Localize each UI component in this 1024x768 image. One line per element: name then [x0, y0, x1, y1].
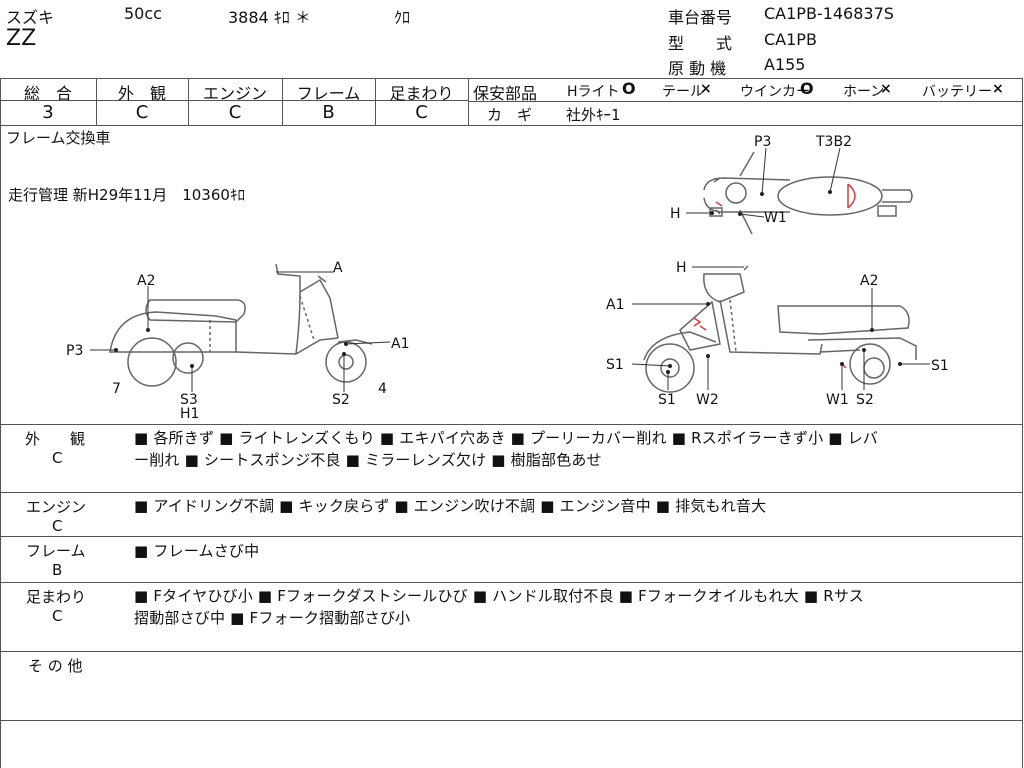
rule-section [0, 536, 1023, 537]
rule-diagram-bottom [0, 424, 1023, 425]
border-left [0, 78, 1, 768]
safety-mark-winker: O [800, 79, 814, 98]
model-name: ZZ [6, 26, 37, 51]
chassis-label: 車台番号 [668, 8, 733, 27]
safety-item-horn: ホーン [843, 84, 885, 100]
color: ｸﾛ [394, 8, 411, 27]
rule-section [0, 720, 1023, 721]
safety-item-battery: バッテリー [922, 84, 992, 100]
section-frame-line: ■ フレームさび中 [134, 542, 260, 560]
type-value: CA1PB [764, 30, 817, 49]
label-left-4: 4 [378, 381, 387, 397]
leader-lines [90, 147, 930, 392]
label-top-w1: W1 [764, 210, 787, 226]
label-right-s2: S2 [856, 392, 874, 408]
section-suspension-line: 摺動部さび中 ■ Fフォーク摺動部さび小 [134, 609, 411, 627]
label-right-a1: A1 [606, 297, 624, 313]
grade-header-frame: フレーム [296, 84, 361, 103]
rule-grades-bottom [0, 125, 1023, 126]
label-top-h: H [670, 206, 681, 222]
note-frame-replaced: フレーム交換車 [6, 129, 111, 147]
grade-value-overall: 3 [42, 102, 54, 123]
label-top-p3: P3 [754, 134, 771, 150]
label-left-a1: A1 [391, 336, 409, 352]
section-suspension-label: 足まわり [26, 588, 87, 606]
grade-col-divider [468, 78, 469, 125]
grade-value-appearance: C [135, 102, 149, 123]
section-other-label: そ の 他 [28, 657, 83, 675]
border-right [1022, 78, 1023, 768]
grade-value-suspension: C [415, 102, 428, 123]
type-label: 型 式 [668, 34, 733, 53]
grade-header-engine: エンジン [202, 84, 267, 103]
section-suspension-grade: C [52, 607, 63, 625]
grade-col-divider [282, 78, 283, 125]
label-right-a2: A2 [860, 273, 878, 289]
section-appearance-line: ー削れ ■ シートスポンジ不良 ■ ミラーレンズ欠け ■ 樹脂部色あせ [134, 451, 602, 469]
engine-value: A155 [764, 55, 806, 74]
leader-dots [114, 190, 902, 374]
displacement: 50cc [124, 4, 162, 23]
rule-section [0, 651, 1023, 652]
label-left-a2: A2 [137, 273, 155, 289]
grade-header-appearance: 外 観 [117, 84, 166, 103]
label-left-s3: S3 [180, 392, 198, 408]
key-label: カ ギ [487, 106, 533, 124]
label-top-t3b2: T3B2 [815, 134, 852, 150]
rule-section [0, 582, 1023, 583]
label-right-s1-right: S1 [931, 358, 949, 374]
grade-col-divider [188, 78, 189, 125]
mileage: 3884 ｷﾛ ＊ [228, 8, 311, 27]
chassis-value: CA1PB-146837S [764, 4, 894, 23]
section-frame-grade: B [52, 561, 63, 579]
label-right-h: H [676, 260, 687, 276]
safety-label: 保安部品 [473, 84, 538, 103]
safety-mark-headlight: O [622, 79, 636, 98]
safety-item-tail: テール [662, 84, 704, 100]
safety-mark-tail: × [700, 81, 712, 97]
top-view-scooter [703, 151, 913, 235]
section-appearance-label: 外 観 [25, 430, 86, 448]
safety-mark-battery: × [992, 81, 1004, 97]
grade-value-frame: B [322, 102, 335, 123]
rule-grades-top [0, 78, 1023, 79]
label-left-p3: P3 [66, 343, 83, 359]
grade-header-overall: 総 合 [23, 84, 72, 103]
label-left-a: A [333, 260, 343, 276]
section-appearance-line: ■ 各所きず ■ ライトレンズくもり ■ エキパイ穴あき ■ プーリーカバー削れ… [134, 429, 879, 447]
engine-label: 原 動 機 [668, 59, 727, 78]
label-right-w1: W1 [826, 392, 849, 408]
grade-header-suspension: 足まわり [389, 84, 454, 103]
scooter-damage-diagrams: P3 T3B2 H W1 A A2 P3 A1 7 S3 H1 S2 4 H A… [66, 134, 949, 422]
key-value: 社外ｷｰ1 [566, 106, 621, 124]
grade-col-divider [375, 78, 376, 125]
section-engine-line: ■ アイドリング不調 ■ キック戻らず ■ エンジン吹け不調 ■ エンジン音中 … [134, 497, 767, 515]
section-appearance-grade: C [52, 449, 63, 467]
rule-grades-mid [0, 100, 468, 101]
label-right-s1-left: S1 [606, 357, 624, 373]
rule-section [0, 492, 1023, 493]
section-suspension-line: ■ Fタイヤひび小 ■ Fフォークダストシールひび ■ ハンドル取付不良 ■ F… [134, 587, 864, 605]
maker: スズキ [6, 8, 55, 27]
grade-col-divider [96, 78, 97, 125]
section-engine-grade: C [52, 517, 63, 535]
grade-value-engine: C [228, 102, 242, 123]
label-left-7: 7 [112, 381, 121, 397]
note-mileage-record: 走行管理 新H29年11月 10360ｷﾛ [8, 186, 245, 204]
section-engine-label: エンジン [26, 498, 87, 516]
right-side-scooter [643, 265, 917, 393]
label-left-h1: H1 [180, 406, 199, 422]
left-side-scooter [109, 263, 373, 387]
safety-item-headlight: Hライト [567, 84, 620, 100]
safety-mark-horn: × [880, 81, 892, 97]
rule-safety-mid [468, 101, 1023, 102]
safety-item-winker: ウインカー [740, 84, 810, 100]
section-frame-label: フレーム [26, 542, 86, 560]
label-left-s2: S2 [332, 392, 350, 408]
label-right-s1-bottom: S1 [658, 392, 676, 408]
label-right-w2: W2 [696, 392, 719, 408]
